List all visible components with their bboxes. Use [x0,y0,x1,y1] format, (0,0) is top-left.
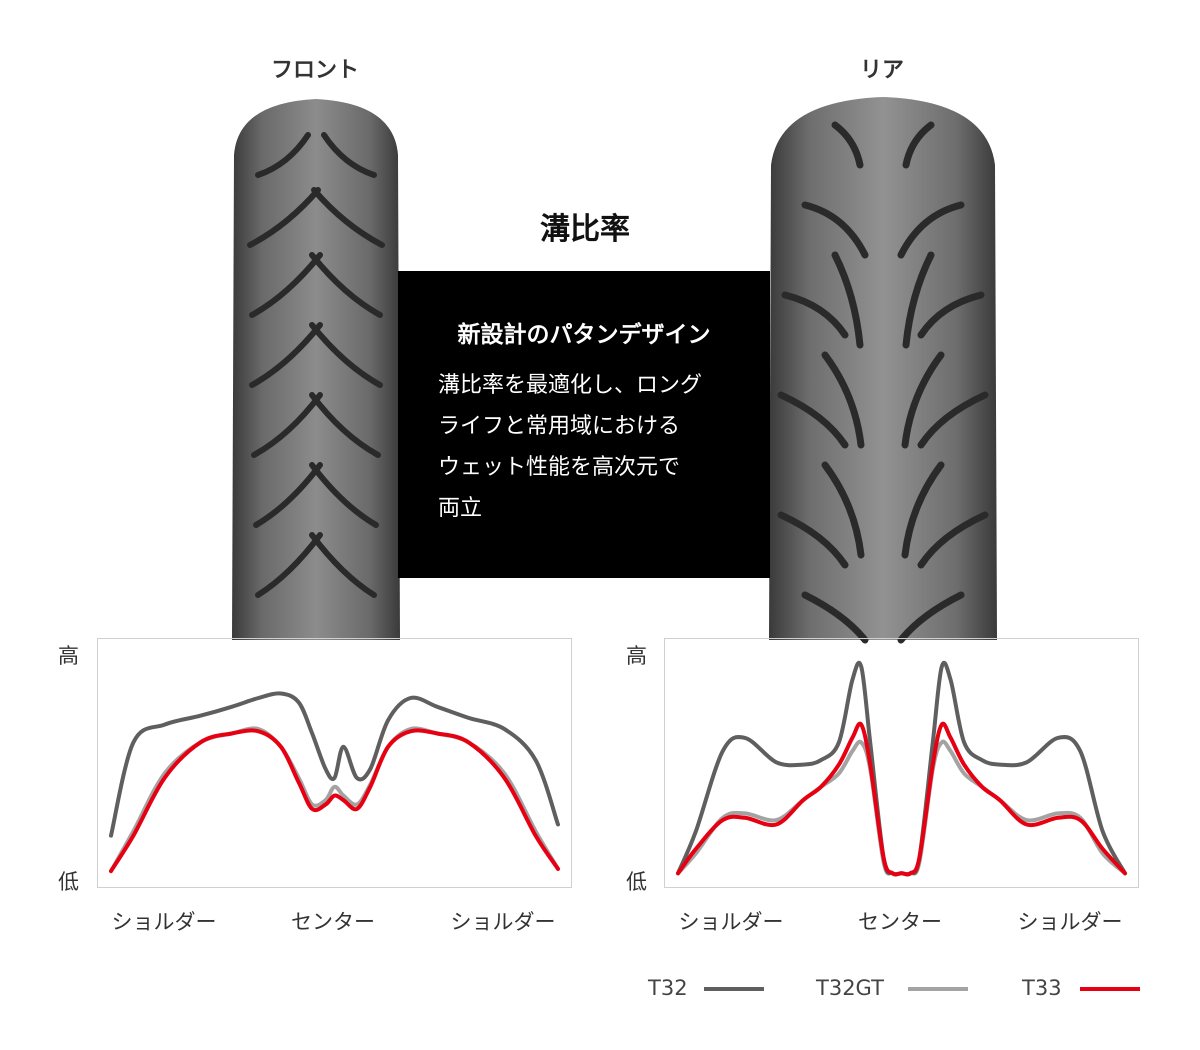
front-x-label-left: ショルダー [111,910,217,934]
front-series-t32gt [109,726,560,874]
rear-x-label-right: ショルダー [1017,910,1123,934]
info-line: 溝比率を最適化し、ロング [438,373,703,398]
legend-swatch-t32 [704,987,764,991]
legend-swatch-t32gt [908,987,968,991]
rear-chart-frame [664,638,1139,888]
legend-swatch-t33 [1080,987,1140,991]
rear-series-t32gt [676,739,1127,877]
front-y-low-label: 低 [58,870,79,894]
front-chart-frame [97,638,572,888]
front-x-label-center: センター [291,910,375,934]
front-series-t33 [109,728,560,874]
rear-tire-image [769,97,997,644]
info-line: 両立 [438,496,483,521]
rear-y-high-label: 高 [626,644,647,668]
chart-title: 溝比率 [540,212,630,247]
front-series-t32 [109,691,560,838]
rear-y-low-label: 低 [626,870,647,894]
legend-label-t33: T33 [1022,976,1062,1000]
info-line: ウェット性能を高次元で [438,455,681,480]
rear-series-t32 [676,660,1127,877]
legend-label-t32gt: T32GT [816,976,884,1000]
rear-chart [664,638,1139,888]
info-body: 溝比率を最適化し、ロング ライフと常用域における ウェット性能を高次元で 両立 [438,365,748,529]
front-tire-label: フロント [270,58,359,83]
front-chart [97,638,572,888]
front-x-label-right: ショルダー [450,910,556,934]
info-heading: 新設計のパタンデザイン [457,322,711,348]
rear-tire-label: リア [859,58,904,83]
rear-x-label-left: ショルダー [678,910,784,934]
rear-x-label-center: センター [858,910,942,934]
info-box: 新設計のパタンデザイン 溝比率を最適化し、ロング ライフと常用域における ウェッ… [398,271,770,578]
front-tire-image [232,99,400,640]
info-line: ライフと常用域における [438,414,681,439]
rear-series-t33 [676,721,1127,877]
front-y-high-label: 高 [58,644,79,668]
legend-label-t32: T32 [648,976,688,1000]
